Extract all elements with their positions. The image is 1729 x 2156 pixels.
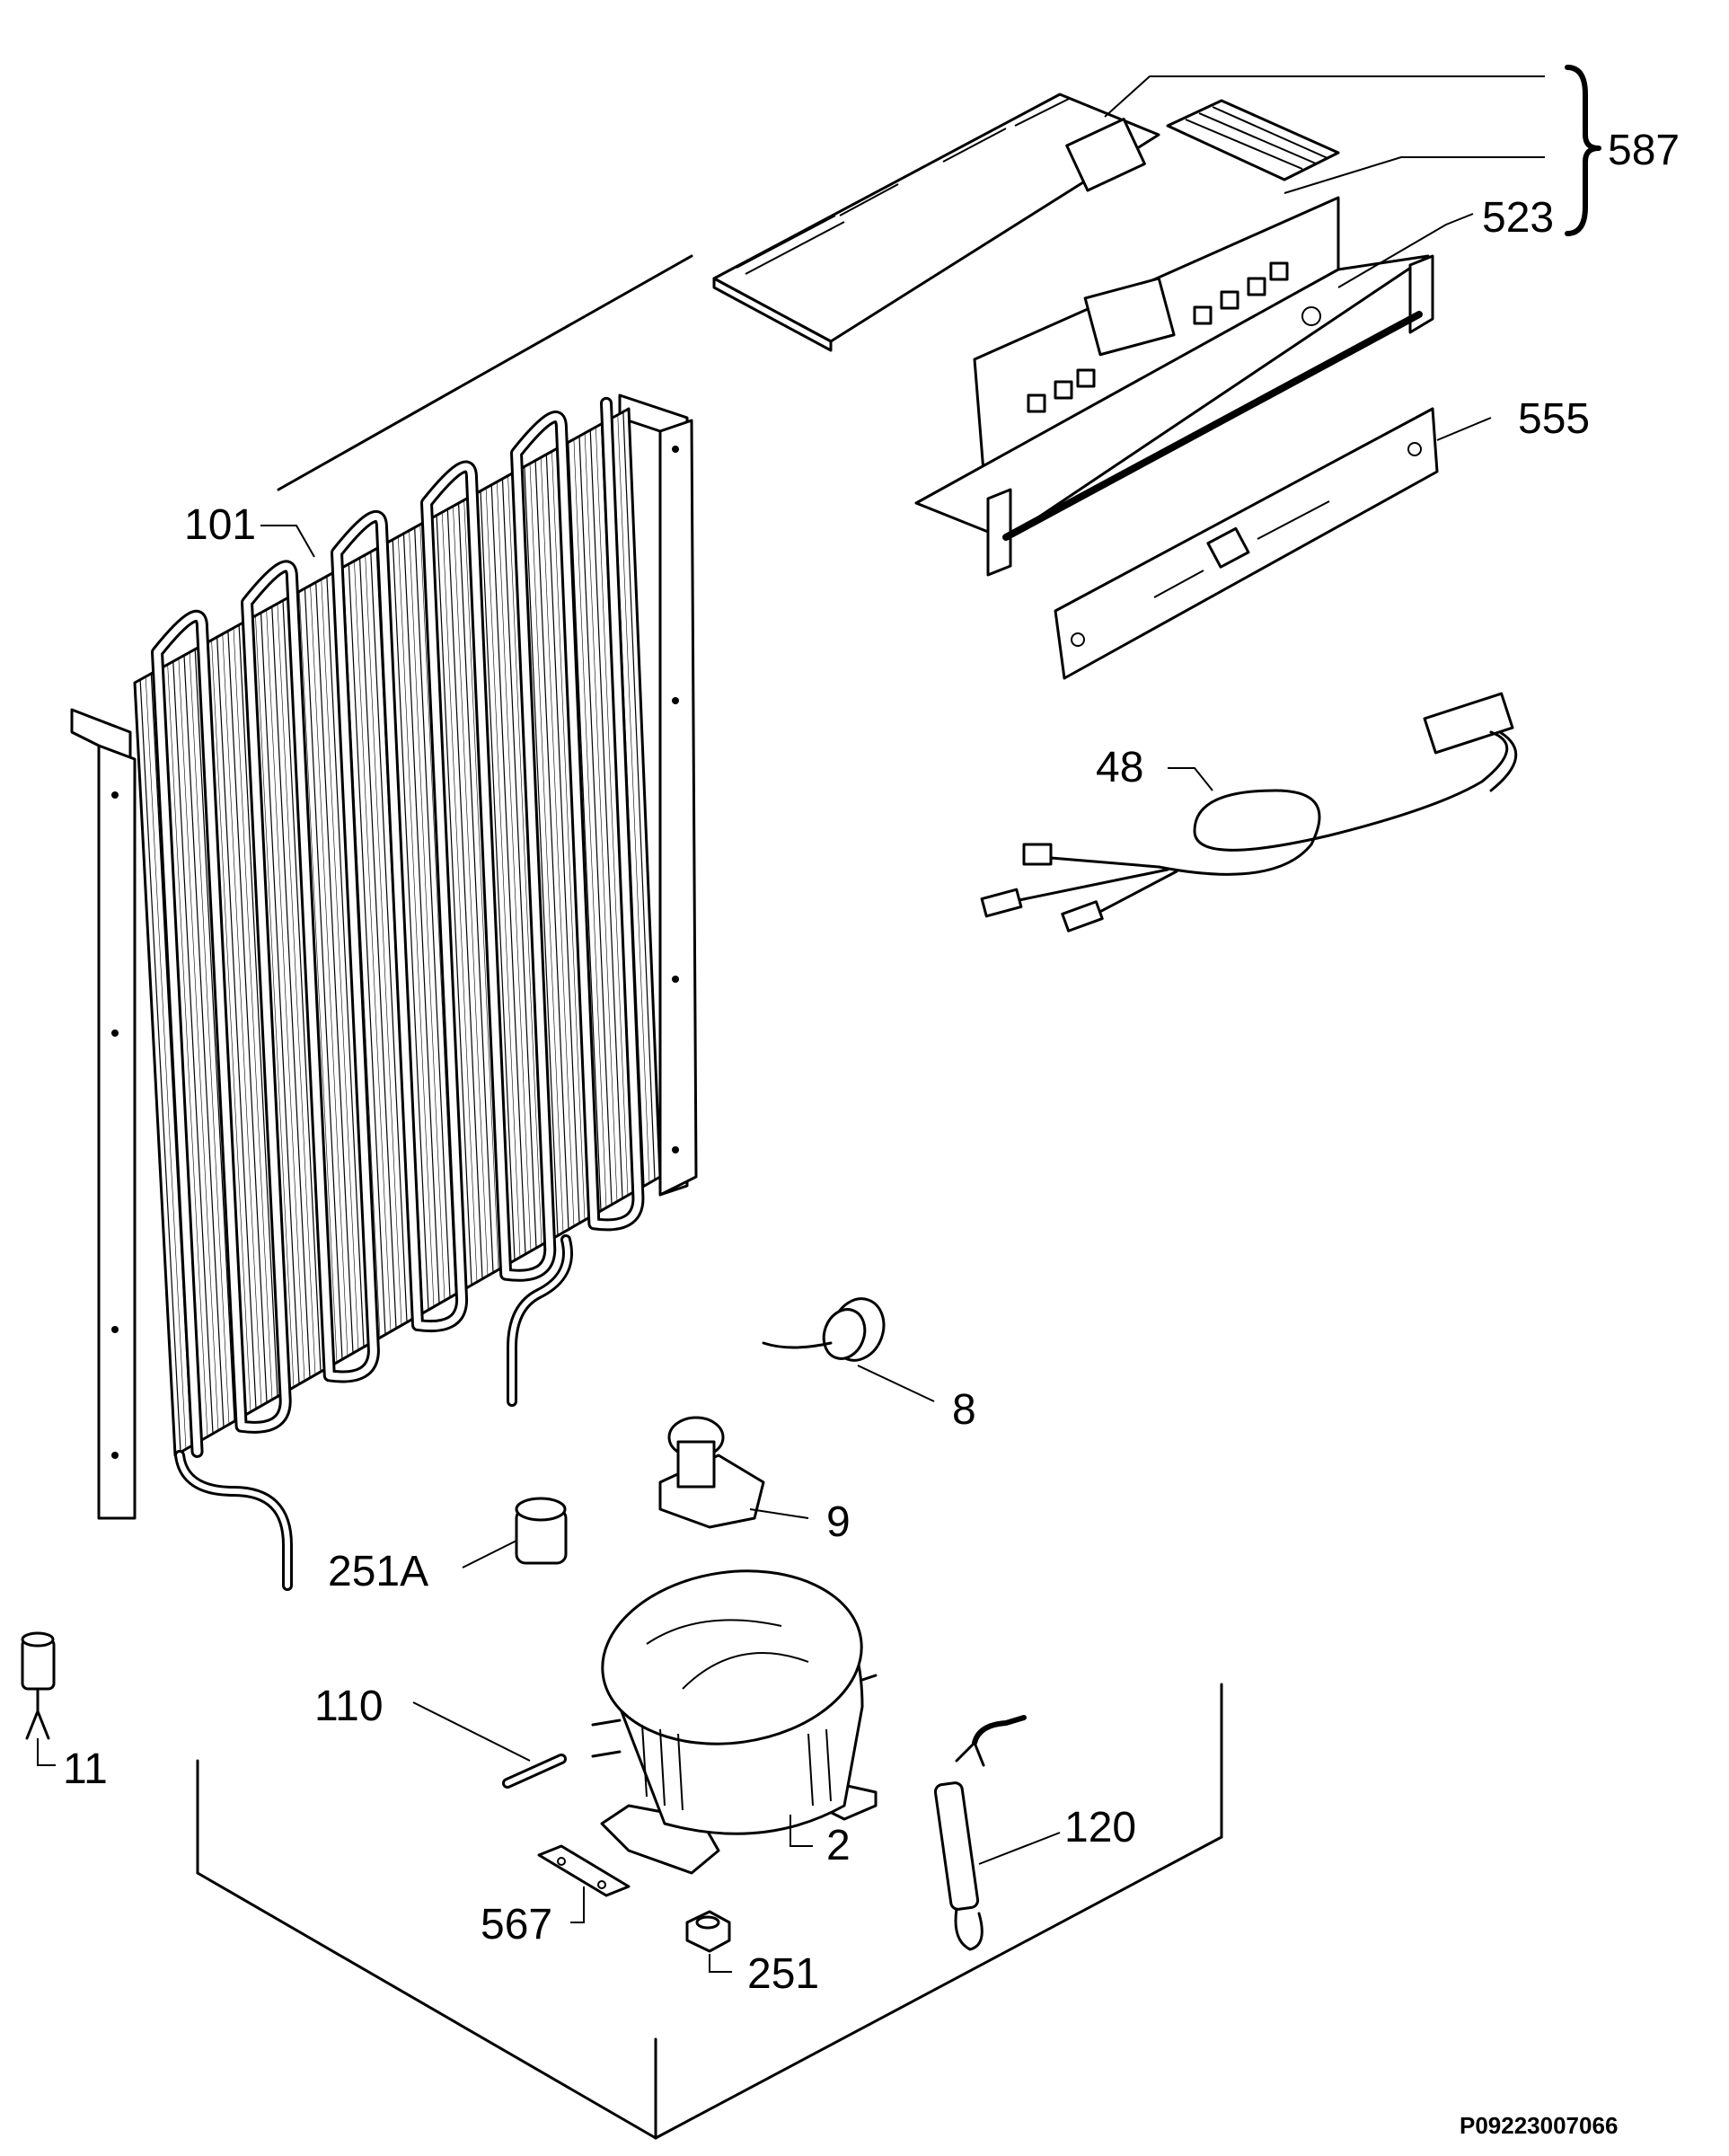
condenser-wire [282,600,322,1373]
pcb-board-587 [712,93,1340,352]
condenser-101 [70,393,698,1591]
condenser-wire [540,457,575,1227]
condenser-wire [441,512,478,1283]
condenser-wire [584,433,618,1202]
condenser-wire [622,411,656,1180]
label-587: 587 [1608,127,1680,174]
leader-lines [37,65,1601,1973]
condenser-wire [227,631,268,1403]
condenser-wire [266,609,305,1382]
condenser-wire [370,552,408,1322]
thermal-protector-8 [762,1297,886,1362]
condenser-wire [365,554,402,1326]
condenser-wire [139,679,181,1453]
label-2: 2 [826,1822,851,1869]
label-555: 555 [1518,395,1590,443]
condenser-wire [453,506,489,1277]
label-11: 11 [63,1745,108,1793]
condenser-wire [497,482,532,1251]
condenser-wire [398,536,435,1307]
condenser-wire [233,627,273,1401]
condenser-wire [260,613,300,1384]
condenser-wire [490,484,526,1255]
cabinet-outline [196,254,1223,2140]
label-523: 523 [1482,194,1554,242]
condenser-wire [578,436,613,1206]
condenser-wire [178,658,219,1431]
condenser-wire [568,442,602,1211]
condenser-wire [480,490,516,1261]
condenser-wire [183,655,225,1428]
valve-11 [21,1631,56,1740]
condenser-wire [222,633,262,1406]
condenser-wire [529,463,564,1233]
condenser-wire [419,524,456,1294]
condenser-wire [446,508,483,1279]
start-relay-9 [658,1416,765,1529]
condenser-wire [348,563,386,1335]
filter-dryer-120 [933,1715,1027,1951]
bracket-567 [537,1844,631,1897]
condenser-wire [238,624,278,1397]
condenser-wire [545,454,580,1224]
label-567: 567 [481,1901,552,1948]
condenser-wire [211,640,251,1412]
condenser-wire [167,664,208,1437]
condenser-wire [255,615,295,1388]
condenser-wire [402,533,440,1304]
condenser-wire [189,652,230,1425]
condenser-wire [617,414,650,1183]
condenser-wire [354,561,392,1332]
condenser-wire [304,588,343,1360]
condenser-wire [409,530,445,1301]
compressor-2 [591,1569,878,1875]
condenser-wire [194,649,235,1422]
condenser-wire [589,429,623,1199]
label-110: 110 [314,1683,384,1730]
label-251A: 251A [328,1548,428,1595]
pin-110 [502,1754,567,1789]
condenser-wire [551,451,586,1221]
label-8: 8 [952,1386,976,1434]
condenser-wire [326,576,365,1348]
label-48: 48 [1096,744,1143,791]
label-251: 251 [747,1950,819,1998]
condenser-wire [485,488,521,1258]
condenser-wire [172,661,214,1434]
grommet-251A [515,1497,568,1565]
condenser-wire [436,515,472,1286]
condenser-wire [216,637,257,1409]
label-120: 120 [1064,1804,1136,1851]
condenser-wire [457,503,494,1273]
condenser-wire [414,527,451,1298]
nut-251 [685,1910,731,1953]
display-board-523 [914,196,1434,577]
condenser-wire [310,585,348,1356]
condenser-wire [315,582,354,1354]
label-101: 101 [184,501,256,549]
condenser-wire [271,606,311,1378]
condenser-wire [507,475,543,1245]
condenser-wire [358,558,397,1329]
condenser-wire [299,591,338,1363]
part-labels: 587 523 555 101 48 8 9 251A 11 110 2 120… [63,127,1680,2139]
condenser-wire [277,603,316,1375]
condenser-wire [321,579,359,1350]
condenser-wire [573,438,607,1208]
condenser-wire [524,466,559,1236]
condenser-wire [595,427,629,1196]
drawing-code: P09223007066 [1460,2112,1618,2139]
label-9: 9 [826,1498,851,1546]
cable-harness-48 [980,692,1518,932]
front-panel-555 [1054,407,1439,680]
condenser-wire [463,499,499,1270]
condenser-wire [145,676,187,1450]
condenser-wire [501,478,537,1249]
condenser-wire [534,460,569,1230]
condenser-wire [392,539,429,1311]
